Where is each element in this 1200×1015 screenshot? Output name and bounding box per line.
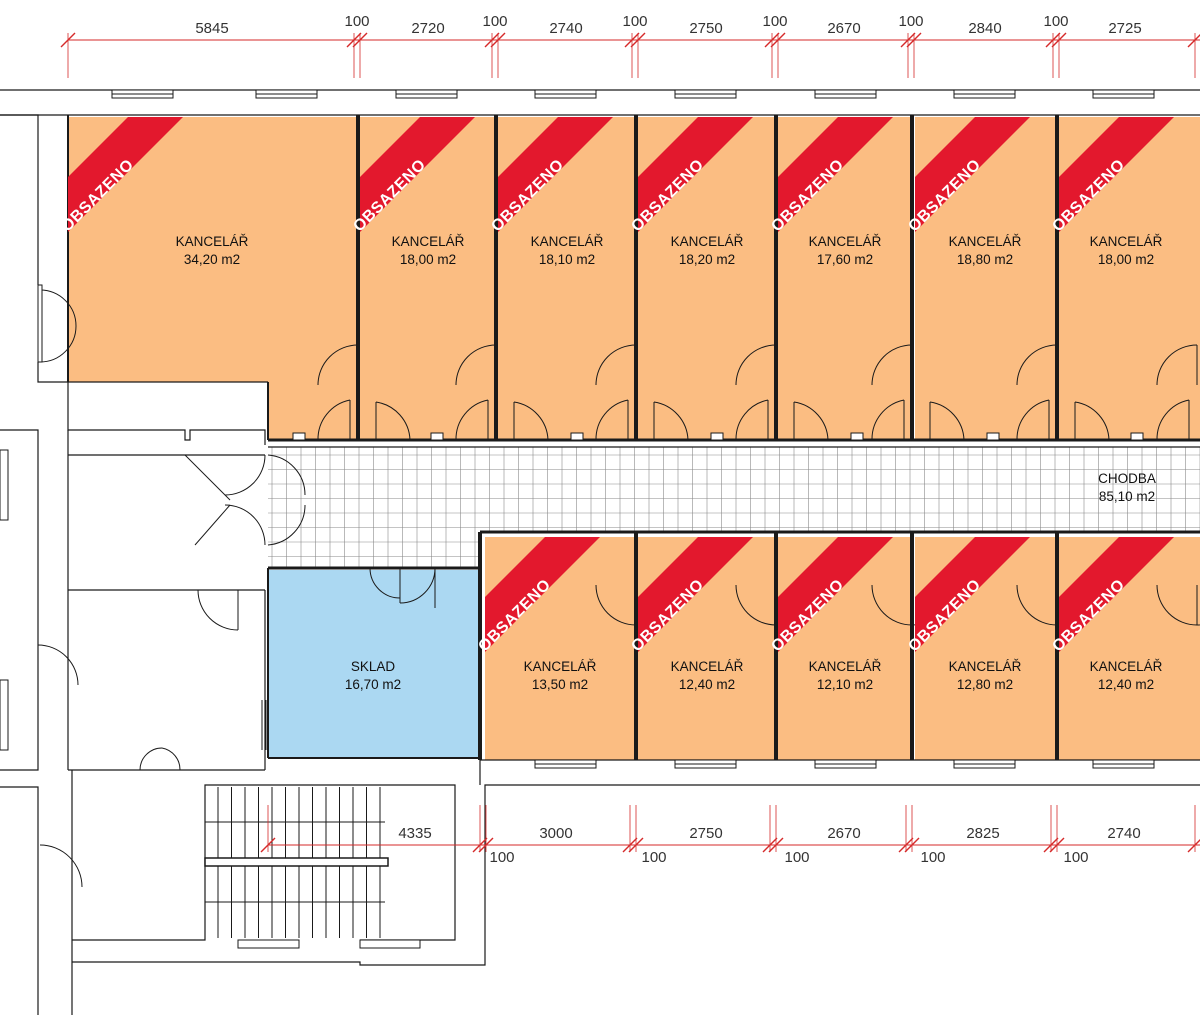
room-area: 12,40 m2 xyxy=(1098,677,1154,692)
room-name: KANCELÁŘ xyxy=(1090,234,1163,249)
top-dimensions: 5845 100 2720 100 2740 100 2750 100 2670 100 2840 1… xyxy=(60,13,1200,78)
room-label-top-1: KANCELÁŘ 18,00 m2 xyxy=(392,234,465,267)
room-name: KANCELÁŘ xyxy=(809,659,882,674)
top-dimension-value: 100 xyxy=(898,13,923,30)
bottom-dimension-value: 2670 xyxy=(827,825,860,842)
room-area: 18,80 m2 xyxy=(957,252,1013,267)
bottom-spacer-value: 100 xyxy=(489,849,514,866)
room-label-top-6: KANCELÁŘ 18,00 m2 xyxy=(1090,234,1163,267)
room-area: 12,40 m2 xyxy=(679,677,735,692)
bottom-dimension-value: 2750 xyxy=(689,825,722,842)
room-area: 18,00 m2 xyxy=(1098,252,1154,267)
room-area: 85,10 m2 xyxy=(1099,489,1155,504)
top-dimension-value: 2840 xyxy=(968,20,1001,37)
partition-walls xyxy=(267,115,1144,760)
top-dimension-value: 2725 xyxy=(1108,20,1141,37)
bottom-dimension-value: 4335 xyxy=(398,825,431,842)
top-dimension-value: 2670 xyxy=(827,20,860,37)
room-label-top-2: KANCELÁŘ 18,10 m2 xyxy=(531,234,604,267)
room-name: KANCELÁŘ xyxy=(671,234,744,249)
room-name: KANCELÁŘ xyxy=(809,234,882,249)
windows xyxy=(0,89,1155,949)
corridor-area xyxy=(268,447,1200,568)
room-name: KANCELÁŘ xyxy=(949,659,1022,674)
bottom-dimension-value: 2825 xyxy=(966,825,999,842)
bottom-spacer-value: 100 xyxy=(1063,849,1088,866)
room-label-storage: SKLAD 16,70 m2 xyxy=(345,659,401,692)
room-label-bottom-3: KANCELÁŘ 12,80 m2 xyxy=(949,659,1022,692)
room-label-bottom-0: KANCELÁŘ 13,50 m2 xyxy=(524,659,597,692)
room-label-bottom-2: KANCELÁŘ 12,10 m2 xyxy=(809,659,882,692)
room-fills xyxy=(68,117,480,758)
room-area: 13,50 m2 xyxy=(532,677,588,692)
top-dimension-value: 100 xyxy=(1043,13,1068,30)
office-large-fill xyxy=(68,117,356,440)
bottom-spacer-value: 100 xyxy=(920,849,945,866)
room-label-bottom-4: KANCELÁŘ 12,40 m2 xyxy=(1090,659,1163,692)
top-dimension-value: 100 xyxy=(762,13,787,30)
dimension-lines: 5845 100 2720 100 2740 100 2750 100 2670 100 2840 1… xyxy=(60,13,1200,866)
room-name: CHODBA xyxy=(1098,471,1156,486)
room-name: KANCELÁŘ xyxy=(671,659,744,674)
room-label-bottom-1: KANCELÁŘ 12,40 m2 xyxy=(671,659,744,692)
room-area: 18,10 m2 xyxy=(539,252,595,267)
bottom-spacer-value: 100 xyxy=(641,849,666,866)
storage-fill xyxy=(268,570,480,758)
top-dimension-value: 100 xyxy=(482,13,507,30)
top-dimension-value: 2740 xyxy=(549,20,582,37)
room-name: KANCELÁŘ xyxy=(531,234,604,249)
bottom-dimension-value: 2740 xyxy=(1107,825,1140,842)
room-area: 18,20 m2 xyxy=(679,252,735,267)
room-area: 12,80 m2 xyxy=(957,677,1013,692)
room-label-top-3: KANCELÁŘ 18,20 m2 xyxy=(671,234,744,267)
room-name: KANCELÁŘ xyxy=(524,659,597,674)
top-dimension-value: 5845 xyxy=(195,20,228,37)
room-area: 34,20 m2 xyxy=(184,252,240,267)
room-name: KANCELÁŘ xyxy=(1090,659,1163,674)
room-name: KANCELÁŘ xyxy=(949,234,1022,249)
staircase xyxy=(204,787,389,938)
bottom-dimensions: 4335 3000 2750 2670 2825 2740 100 100 100 100 100 xyxy=(260,805,1200,866)
room-area: 18,00 m2 xyxy=(400,252,456,267)
bottom-dimension-value: 3000 xyxy=(539,825,572,842)
top-dimension-value: 100 xyxy=(622,13,647,30)
building-walls xyxy=(0,89,1200,1015)
bottom-spacer-value: 100 xyxy=(784,849,809,866)
room-label-top-5: KANCELÁŘ 18,80 m2 xyxy=(949,234,1022,267)
top-dimension-value: 2750 xyxy=(689,20,722,37)
room-name: KANCELÁŘ xyxy=(392,234,465,249)
room-area: 17,60 m2 xyxy=(817,252,873,267)
room-area: 16,70 m2 xyxy=(345,677,401,692)
room-area: 12,10 m2 xyxy=(817,677,873,692)
room-name: KANCELÁŘ xyxy=(176,234,249,249)
top-dimension-value: 2720 xyxy=(411,20,444,37)
room-label-top-0: KANCELÁŘ 34,20 m2 xyxy=(176,234,249,267)
room-label-top-4: KANCELÁŘ 17,60 m2 xyxy=(809,234,882,267)
room-label-corridor: CHODBA 85,10 m2 xyxy=(1098,471,1156,504)
top-dimension-value: 100 xyxy=(344,13,369,30)
room-name: SKLAD xyxy=(351,659,396,674)
